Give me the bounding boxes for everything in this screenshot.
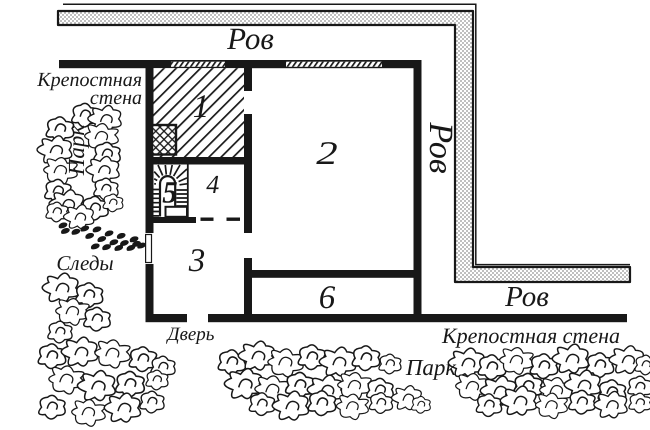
- svg-text:Ров: Ров: [226, 21, 274, 56]
- svg-text:Парк: Парк: [405, 355, 457, 380]
- svg-text:Крепостная: Крепостная: [36, 69, 142, 91]
- svg-text:стена: стена: [90, 87, 142, 109]
- svg-text:Крепостная стена: Крепостная стена: [441, 323, 620, 348]
- svg-text:Парк: Парк: [64, 125, 89, 177]
- svg-text:1: 1: [193, 89, 210, 125]
- svg-text:3: 3: [188, 243, 206, 279]
- svg-text:2: 2: [316, 136, 337, 172]
- svg-text:6: 6: [319, 280, 336, 316]
- svg-text:Следы: Следы: [56, 251, 113, 275]
- svg-text:Ров: Ров: [422, 121, 459, 174]
- svg-text:5: 5: [162, 175, 178, 210]
- svg-text:4: 4: [206, 170, 219, 199]
- svg-text:Дверь: Дверь: [166, 324, 215, 345]
- svg-text:Ров: Ров: [504, 281, 549, 313]
